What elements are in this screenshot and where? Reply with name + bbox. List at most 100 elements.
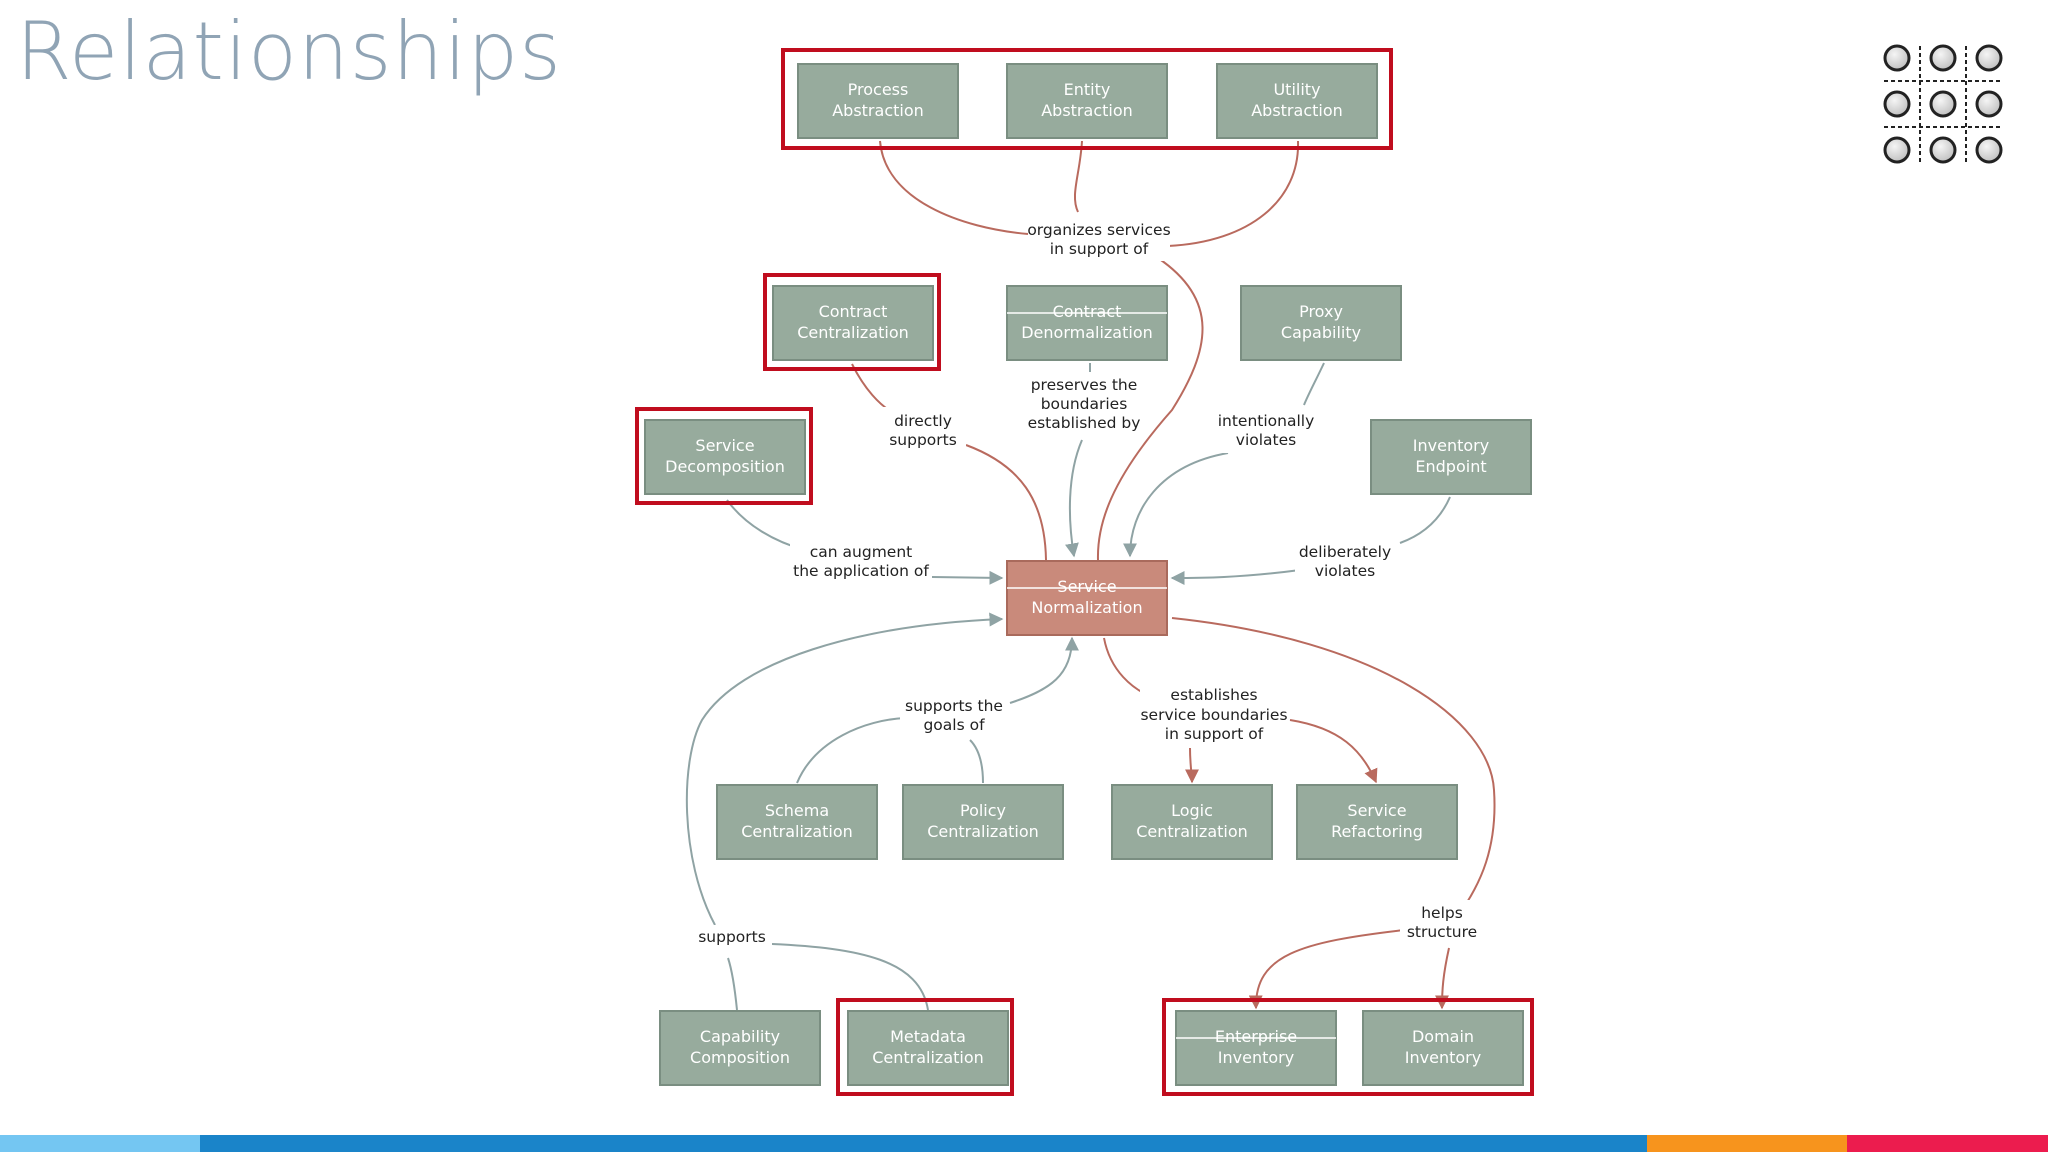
edge-supports-servnorm xyxy=(685,612,1004,926)
svg-text:Capability: Capability xyxy=(1281,323,1361,342)
svg-text:established by: established by xyxy=(1028,414,1141,432)
svg-text:supports the: supports the xyxy=(905,697,1003,715)
node-metadata-centralization: Metadata Centralization xyxy=(847,1010,1009,1086)
edge-proxy-intentionally xyxy=(1303,362,1325,406)
svg-text:Service: Service xyxy=(1347,801,1406,820)
svg-text:Centralization: Centralization xyxy=(741,822,853,841)
edge-organizes-servnorm xyxy=(1096,257,1204,561)
label-intentionally-violates: intentionally violates xyxy=(1216,407,1316,453)
edge-process-organizes xyxy=(879,140,1029,235)
node-contract-centralization: Contract Centralization xyxy=(772,285,934,361)
edge-intentionally-servnorm xyxy=(1123,452,1229,558)
node-capability-composition: Capability Composition xyxy=(659,1010,821,1086)
svg-text:service boundaries: service boundaries xyxy=(1140,706,1287,724)
svg-text:violates: violates xyxy=(1236,431,1296,449)
footer-segment-light-blue xyxy=(0,1135,200,1152)
edge-schema-goals xyxy=(796,717,906,784)
svg-text:directly: directly xyxy=(894,412,952,430)
svg-text:Schema: Schema xyxy=(765,801,829,820)
svg-text:preserves the: preserves the xyxy=(1031,376,1138,394)
svg-text:supports: supports xyxy=(698,928,766,946)
edge-preserves-servnorm xyxy=(1065,439,1083,558)
highlight-abstraction-group xyxy=(781,48,1393,150)
footer-segment-blue xyxy=(200,1135,1647,1152)
highlight-inventory-group xyxy=(1162,998,1534,1096)
svg-text:Policy: Policy xyxy=(960,801,1006,820)
highlight-service-decomposition xyxy=(635,407,813,505)
label-supports: supports xyxy=(692,925,772,951)
svg-text:Inventory: Inventory xyxy=(1405,1048,1481,1067)
edge-augment-servnorm xyxy=(931,570,1004,585)
svg-text:Logic: Logic xyxy=(1171,801,1213,820)
edge-establishes-refactoring xyxy=(1289,719,1378,784)
node-inventory-endpoint: Inventory Endpoint xyxy=(1370,419,1532,495)
svg-text:Centralization: Centralization xyxy=(797,323,909,342)
svg-text:Enterprise: Enterprise xyxy=(1215,1027,1297,1046)
edge-helps-domain xyxy=(1435,947,1450,1010)
svg-text:Service: Service xyxy=(1057,577,1116,596)
node-service-refactoring: Service Refactoring xyxy=(1296,784,1458,860)
svg-text:can augment: can augment xyxy=(810,543,912,561)
edge-entity-organizes xyxy=(1074,140,1083,213)
svg-text:Normalization: Normalization xyxy=(1031,598,1142,617)
footer-segment-pink xyxy=(1847,1135,2048,1152)
highlight-contract-centralization xyxy=(763,273,941,371)
svg-text:Centralization: Centralization xyxy=(872,1048,984,1067)
svg-text:Contract: Contract xyxy=(819,302,888,321)
highlight-frames xyxy=(635,48,1534,1096)
svg-text:Service: Service xyxy=(695,436,754,455)
svg-text:goals of: goals of xyxy=(923,716,985,734)
node-domain-inventory: Domain Inventory xyxy=(1362,1010,1524,1086)
svg-text:Entity: Entity xyxy=(1064,80,1111,99)
svg-text:Denormalization: Denormalization xyxy=(1021,323,1153,342)
label-supports-goals: supports the goals of xyxy=(900,693,1008,739)
svg-text:organizes services: organizes services xyxy=(1027,221,1170,239)
svg-text:violates: violates xyxy=(1315,562,1375,580)
svg-text:Inventory: Inventory xyxy=(1218,1048,1294,1067)
node-policy-centralization: Policy Centralization xyxy=(902,784,1064,860)
edge-establishes-logic xyxy=(1184,747,1199,784)
svg-text:Composition: Composition xyxy=(690,1048,790,1067)
svg-text:Contract: Contract xyxy=(1053,302,1122,321)
svg-text:establishes: establishes xyxy=(1170,686,1257,704)
edge-deliberately-servnorm xyxy=(1170,569,1301,585)
edge-goals-servnorm xyxy=(1009,636,1079,704)
label-can-augment: can augment the application of xyxy=(790,537,932,583)
svg-text:in support of: in support of xyxy=(1050,240,1149,258)
svg-text:Abstraction: Abstraction xyxy=(1251,101,1343,120)
svg-text:Utility: Utility xyxy=(1273,80,1320,99)
label-organizes: organizes services in support of xyxy=(1027,215,1171,261)
highlight-metadata-centralization xyxy=(836,998,1014,1096)
node-service-decomposition: Service Decomposition xyxy=(644,419,806,495)
edge-capability-supports xyxy=(727,957,738,1011)
svg-text:deliberately: deliberately xyxy=(1299,543,1391,561)
svg-text:Capability: Capability xyxy=(700,1027,780,1046)
svg-text:Endpoint: Endpoint xyxy=(1415,457,1486,476)
svg-text:in support of: in support of xyxy=(1165,725,1264,743)
svg-text:Inventory: Inventory xyxy=(1413,436,1489,455)
node-contract-denormalization: Contract Denormalization xyxy=(1006,285,1168,361)
svg-text:Metadata: Metadata xyxy=(890,1027,966,1046)
node-proxy-capability: Proxy Capability xyxy=(1240,285,1402,361)
svg-text:helps: helps xyxy=(1421,904,1463,922)
label-helps-structure: helps structure xyxy=(1400,900,1484,946)
edge-servnorm-helps xyxy=(1171,617,1496,905)
node-service-normalization: Service Normalization xyxy=(1006,560,1168,636)
logo-icon xyxy=(1883,44,2003,164)
footer-color-bar xyxy=(0,1135,2048,1152)
svg-text:Proxy: Proxy xyxy=(1299,302,1343,321)
node-entity-abstraction: Entity Abstraction xyxy=(1006,63,1168,139)
slide-title: Relationships xyxy=(16,5,562,98)
svg-text:boundaries: boundaries xyxy=(1041,395,1128,413)
svg-text:the application of: the application of xyxy=(793,562,929,580)
edge-utility-organizes xyxy=(1167,140,1300,247)
label-preserves: preserves the boundaries established by xyxy=(1026,372,1142,438)
svg-text:Domain: Domain xyxy=(1412,1027,1474,1046)
svg-text:supports: supports xyxy=(889,431,957,449)
svg-text:Centralization: Centralization xyxy=(1136,822,1248,841)
node-enterprise-inventory: Enterprise Inventory xyxy=(1175,1010,1337,1086)
node-schema-centralization: Schema Centralization xyxy=(716,784,878,860)
label-directly-supports: directly supports xyxy=(882,407,966,453)
node-logic-centralization: Logic Centralization xyxy=(1111,784,1273,860)
